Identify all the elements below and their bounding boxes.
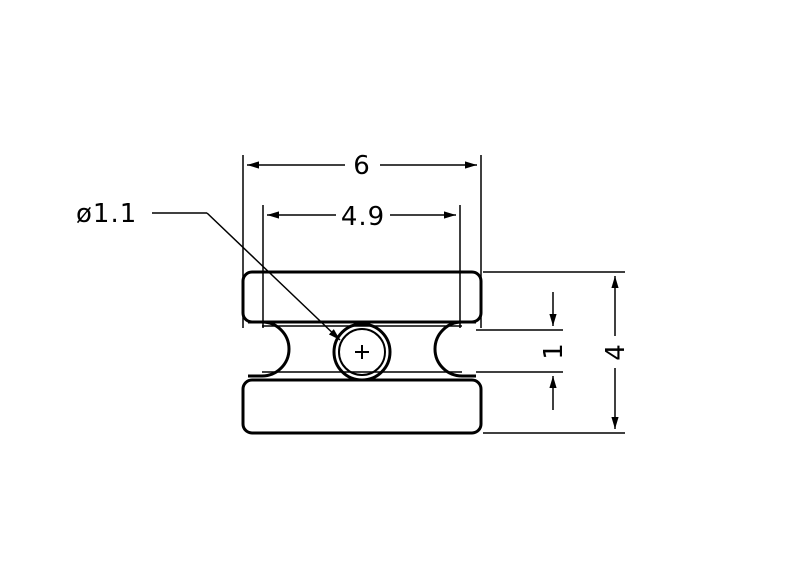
dimension-hole-diameter: ø1.1 xyxy=(76,199,341,341)
extension-lines xyxy=(242,155,625,434)
inner-width-label: 4.9 xyxy=(341,202,385,232)
hole-inner-circle xyxy=(338,328,386,376)
slot-gap-label: 1 xyxy=(539,342,569,360)
hole xyxy=(332,322,392,382)
hole-diameter-label: ø1.1 xyxy=(76,199,137,229)
bottom-bar xyxy=(241,378,483,435)
dimension-inner-width: 4.9 xyxy=(267,202,456,232)
overall-width-label: 6 xyxy=(353,151,371,181)
right-notch xyxy=(433,320,476,378)
dimension-overall-height: 4 xyxy=(601,276,631,429)
left-notch xyxy=(248,320,291,378)
hole-outer-circle xyxy=(332,322,392,382)
overall-height-label: 4 xyxy=(601,343,631,361)
top-bar xyxy=(241,270,483,324)
dimension-slot-gap: 1 xyxy=(539,292,569,410)
dimension-overall-width: 6 xyxy=(247,151,477,181)
